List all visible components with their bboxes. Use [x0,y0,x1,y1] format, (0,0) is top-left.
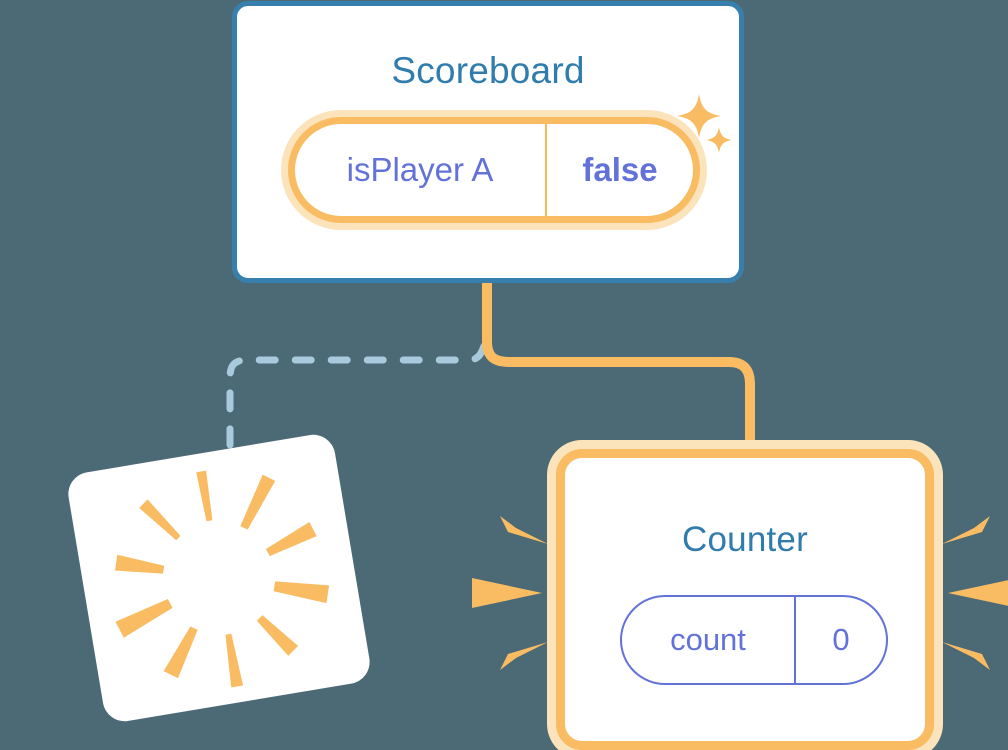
ray [948,580,1008,606]
ray [500,642,548,670]
counter-card[interactable]: Counter count 0 [556,449,934,750]
counter-title: Counter [682,520,808,559]
scoreboard-title: Scoreboard [391,50,585,91]
burst-rays-counter-left [472,516,548,670]
scoreboard-state-value: false [582,151,658,188]
burst-rays-counter-right [942,516,1008,670]
ray [472,578,542,608]
ray [942,642,990,670]
orange-connector-path [482,283,755,460]
scoreboard-card[interactable]: Scoreboard isPlayer A false [232,1,744,283]
ray [942,516,990,544]
scoreboard-state-key: isPlayer A [295,124,547,216]
counter-state-value: 0 [832,622,850,657]
ray [500,516,548,544]
placeholder-card[interactable] [65,431,373,725]
scoreboard-state-pill[interactable]: isPlayer A false [288,117,700,223]
counter-state-pill[interactable]: count 0 [620,595,888,685]
burst-rays-placeholder [114,470,330,688]
counter-state-key: count [622,597,796,683]
